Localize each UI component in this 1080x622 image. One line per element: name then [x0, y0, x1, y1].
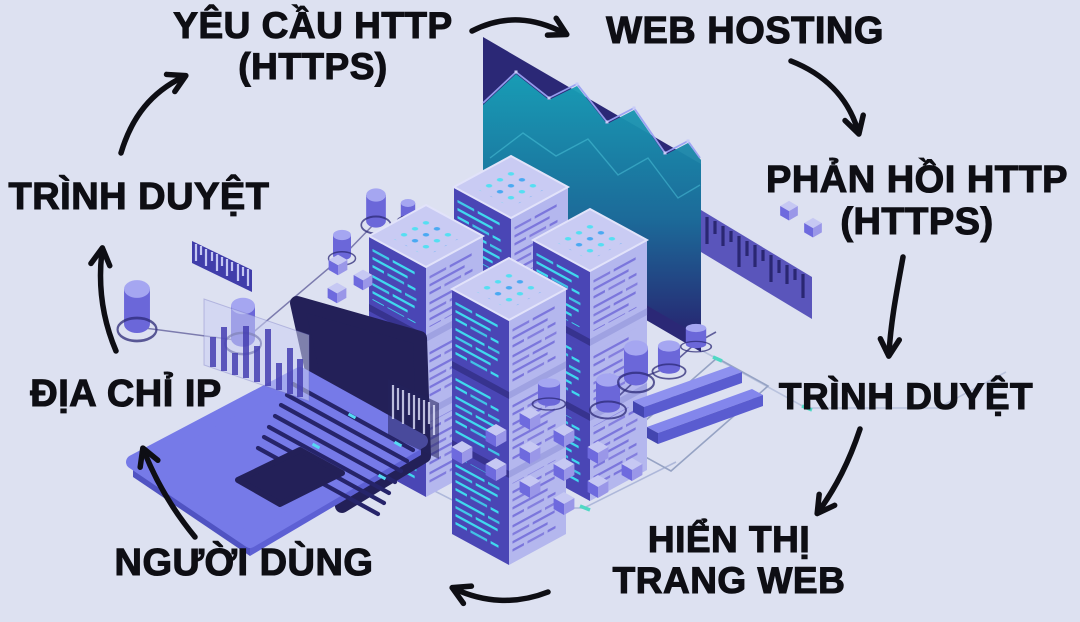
trackpad: [235, 447, 345, 507]
node-label-dia-chi-ip: ĐỊA CHỈ IP: [30, 373, 222, 416]
arrow-web-hosting-to-phan-hoi: [788, 58, 866, 137]
server-tower: [449, 256, 569, 565]
node-label-line: PHẢN HỒI HTTP: [765, 159, 1069, 202]
node-label-phan-hoi-http: PHẢN HỒI HTTP (HTTPS): [765, 159, 1069, 244]
progress-bars-icon: [633, 366, 763, 444]
node-label-web-hosting: WEB HOSTING: [606, 10, 884, 53]
arrow-trinh-duyet-to-yeu-cau: [118, 71, 189, 156]
node-label-line: NGƯỜI DÙNG: [114, 542, 374, 585]
node-label-trinh-duyet-right: TRÌNH DUYỆT: [778, 376, 1034, 418]
arrow-hien-thi-to-nguoi-dung: [449, 583, 551, 607]
node-label-line: ĐỊA CHỈ IP: [30, 373, 222, 416]
small-ruler-icon: [192, 241, 252, 292]
node-label-subline: TRANG WEB: [612, 559, 846, 601]
database-cylinders-right: [531, 323, 717, 420]
arrow-yeu-cau-to-web-hosting: [469, 15, 570, 38]
node-label-yeu-cau-http: YÊU CẦU HTTP (HTTPS): [173, 5, 453, 87]
cycle-arrows: [88, 15, 906, 607]
keyboard-leds: [311, 412, 403, 481]
arrow-phan-hoi-to-trinh-duyet: [877, 254, 906, 359]
node-label-subline: (HTTPS): [238, 45, 388, 87]
node-label-line: YÊU CẦU HTTP: [173, 5, 453, 46]
node-label-subline: (HTTPS): [840, 200, 994, 243]
node-label-line: TRÌNH DUYỆT: [778, 376, 1034, 417]
bar-panel-icon: [203, 298, 310, 402]
node-label-hien-thi-trang-web: HIỂN THỊ TRANG WEB: [612, 519, 846, 601]
node-label-line: HIỂN THỊ: [647, 519, 811, 560]
node-label-nguoi-dung: NGƯỜI DÙNG: [114, 542, 374, 585]
arrow-dia-chi-ip-to-trinh-duyet: [88, 245, 119, 354]
slat-panel-icon: [388, 379, 439, 459]
node-label-line: WEB HOSTING: [606, 10, 884, 53]
node-label-line: TRÌNH DUYỆT: [8, 176, 270, 219]
arrow-nguoi-dung-to-dia-chi-ip: [137, 445, 198, 540]
ruler-strip-icon: [701, 210, 812, 319]
node-label-trinh-duyet-left: TRÌNH DUYỆT: [8, 176, 270, 219]
arrow-trinh-duyet-to-hien-thi: [814, 426, 863, 517]
chart-nodes: [514, 70, 690, 155]
data-cubes-left: [327, 254, 373, 304]
